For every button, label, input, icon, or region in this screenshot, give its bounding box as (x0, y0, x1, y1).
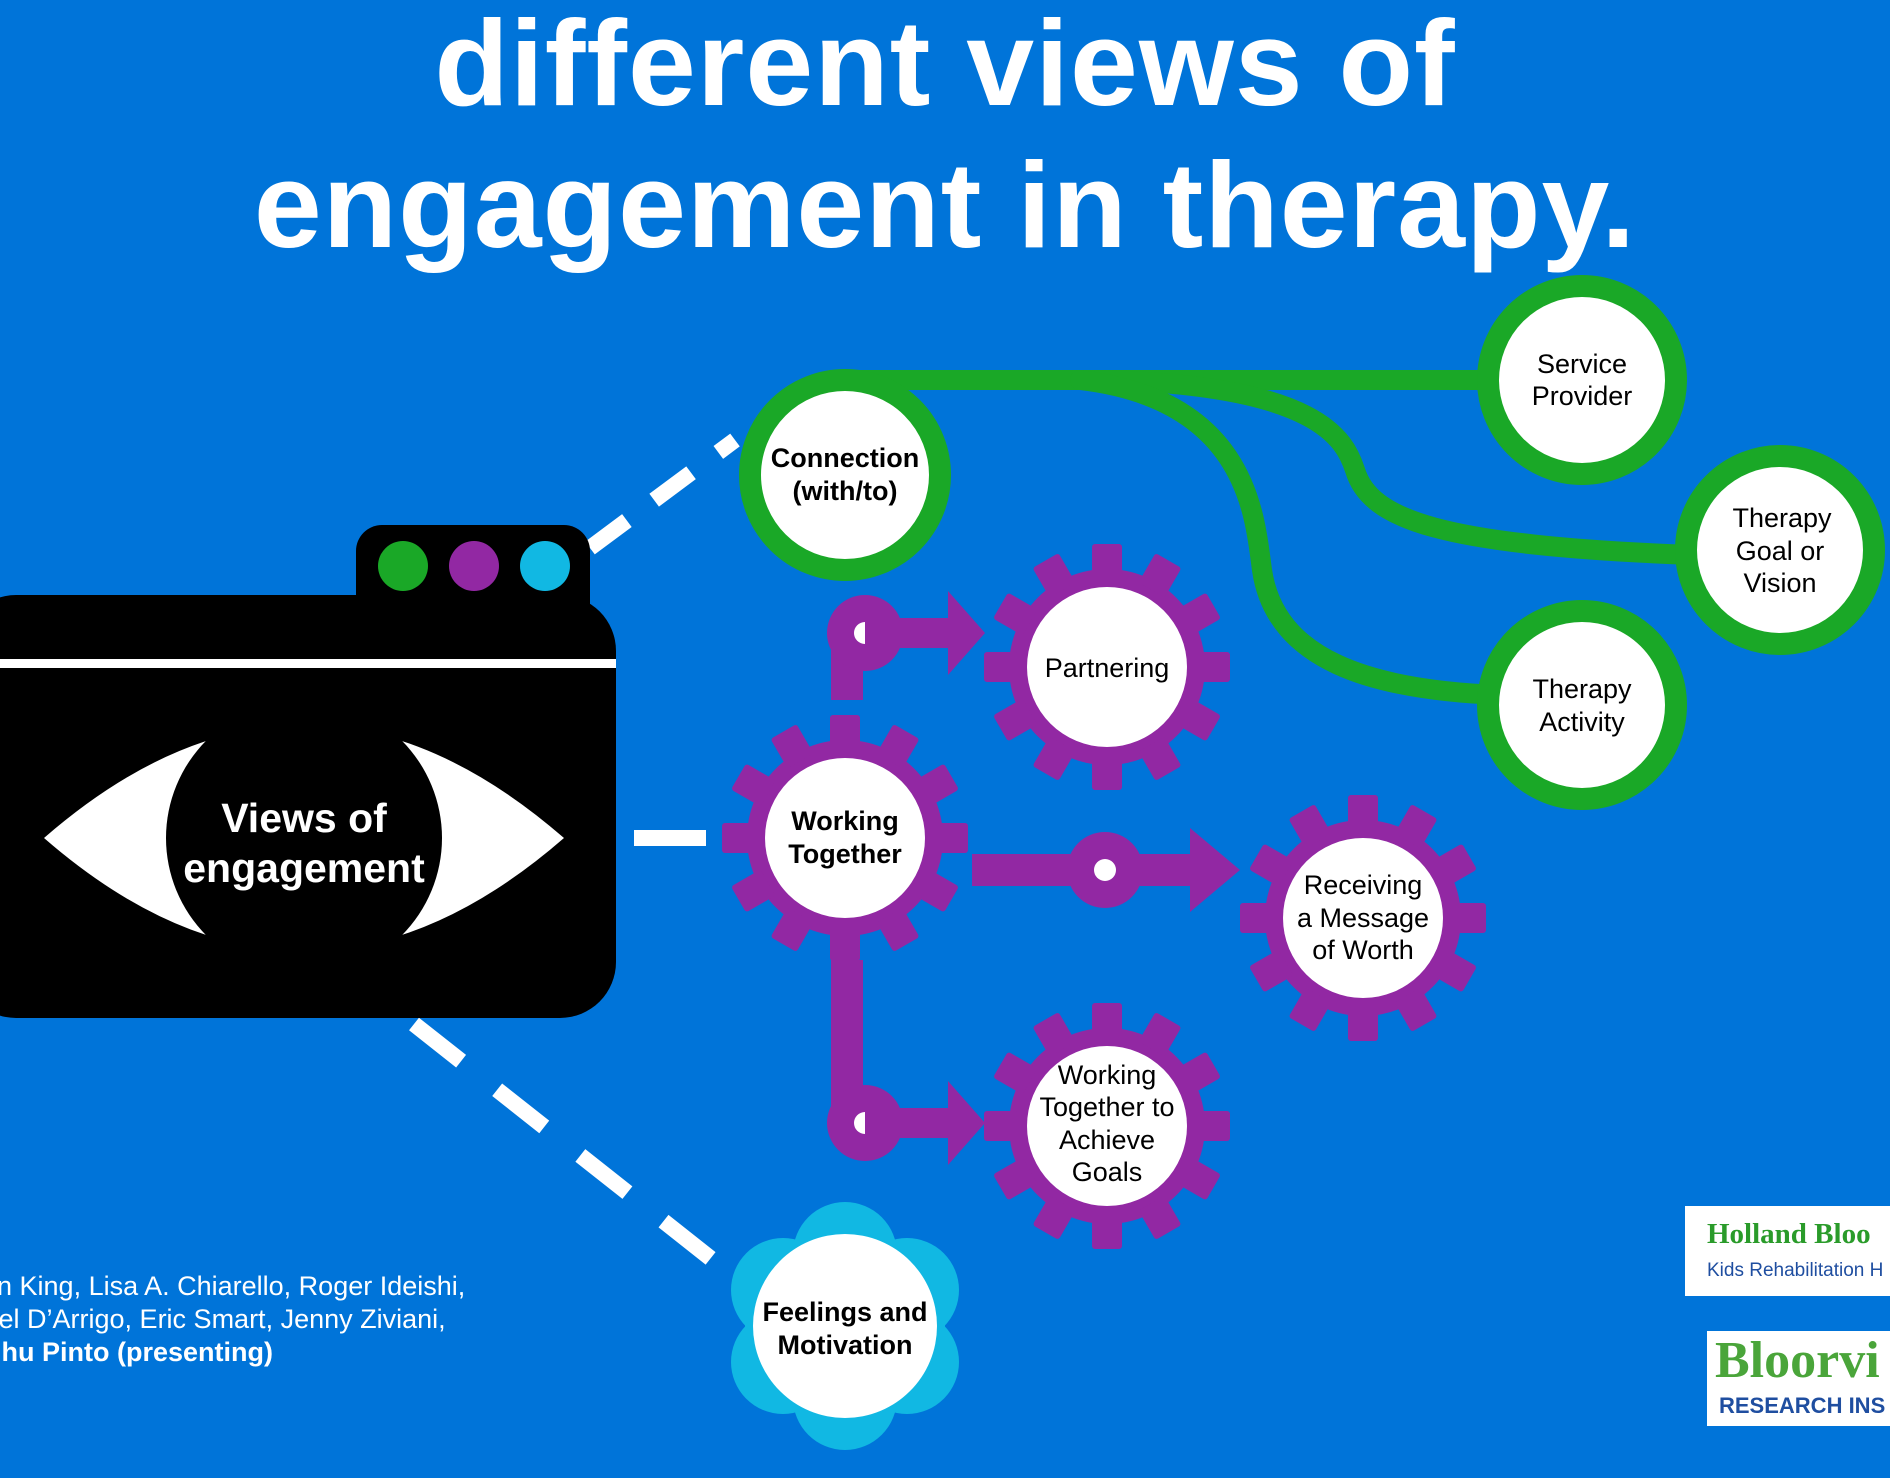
dash-to-connection (585, 433, 740, 555)
bloorview-logo-name: Bloorvi (1715, 1332, 1880, 1389)
therapy-goal-node: Therapy Goal or Vision (1675, 445, 1885, 655)
therapy-activity-label-1: Therapy (1532, 674, 1632, 704)
therapy-goal-label-3: Vision (1743, 568, 1816, 598)
achieve-goals-gear: Working Together to Achieve Goals (984, 1003, 1230, 1249)
holland-logo-name: Holland Bloo (1707, 1218, 1871, 1250)
connection-label-line-2: (with/to) (793, 476, 898, 506)
achieve-goals-label-4: Goals (1072, 1157, 1143, 1187)
therapy-goal-label-1: Therapy (1732, 503, 1832, 533)
eye-label-line-1: Views of (221, 795, 387, 841)
connection-branches (835, 370, 1700, 705)
message-of-worth-gear: Receiving a Message of Worth (1240, 795, 1486, 1041)
feelings-label-line-1: Feelings and (762, 1297, 927, 1327)
connection-node: Connection (with/to) (739, 369, 951, 581)
authors-line-1: lian King, Lisa A. Chiarello, Roger Idei… (0, 1271, 466, 1301)
bloorview-research-logo: Bloorvi RESEARCH INS (1707, 1331, 1890, 1426)
working-together-gear: Working Together (722, 715, 968, 961)
authors-presenter: adhu Pinto (presenting) (0, 1337, 273, 1367)
eye-label-line-2: engagement (183, 845, 425, 891)
therapy-goal-label-2: Goal or (1736, 536, 1825, 566)
message-label-3: of Worth (1312, 935, 1414, 965)
achieve-goals-label-1: Working (1058, 1060, 1157, 1090)
holland-bloorview-logo: Holland Bloo Kids Rehabilitation H (1685, 1206, 1890, 1296)
working-label-line-2: Together (788, 839, 902, 869)
authors-line-2: chel D’Arrigo, Eric Smart, Jenny Ziviani… (0, 1304, 446, 1334)
green-dot-icon (378, 541, 428, 591)
camera-icon: Views of engagement (0, 525, 616, 1018)
message-label-1: Receiving (1304, 870, 1423, 900)
purple-dot-icon (449, 541, 499, 591)
eye-pupil (166, 700, 442, 976)
feelings-flower: Feelings and Motivation (731, 1202, 959, 1450)
service-provider-node: Service Provider (1477, 275, 1687, 485)
partnering-gear: Partnering (984, 544, 1230, 790)
authors-block: lian King, Lisa A. Chiarello, Roger Idei… (0, 1270, 465, 1369)
holland-logo-sub: Kids Rehabilitation H (1707, 1260, 1884, 1281)
connection-label-line-1: Connection (771, 443, 920, 473)
service-provider-label-1: Service (1537, 349, 1627, 379)
achieve-goals-label-3: Achieve (1059, 1125, 1155, 1155)
working-label-line-1: Working (791, 806, 899, 836)
working-branches (827, 591, 1240, 1165)
cyan-dot-icon (520, 541, 570, 591)
service-provider-label-2: Provider (1532, 381, 1633, 411)
message-label-2: a Message (1297, 903, 1429, 933)
therapy-activity-node: Therapy Activity (1477, 600, 1687, 810)
achieve-goals-label-2: Together to (1039, 1092, 1174, 1122)
title-line-1: different views of (434, 0, 1456, 131)
bloorview-logo-sub: RESEARCH INS (1719, 1393, 1886, 1418)
dash-to-feelings (409, 1017, 743, 1287)
title-line-2: engagement in therapy. (253, 137, 1637, 273)
partnering-label: Partnering (1045, 653, 1170, 683)
feelings-label-line-2: Motivation (778, 1330, 913, 1360)
therapy-activity-label-2: Activity (1539, 707, 1625, 737)
